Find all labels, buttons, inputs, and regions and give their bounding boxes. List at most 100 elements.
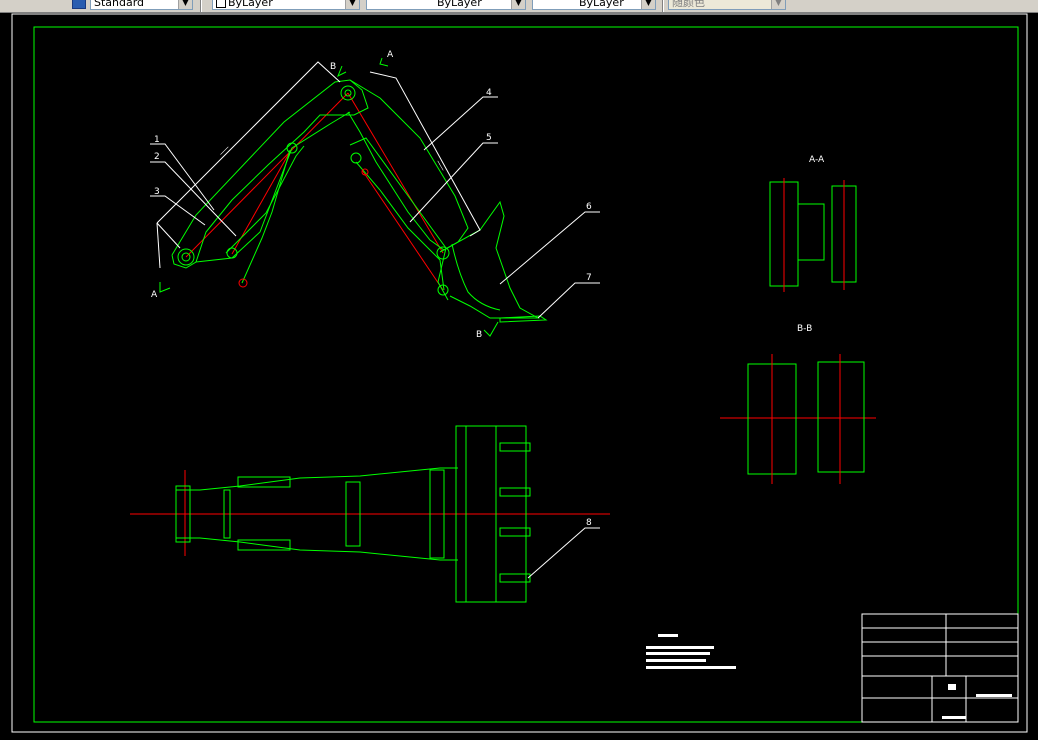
- plot-style-value: 随颜色: [672, 0, 705, 9]
- sheet-outer-border: [11, 13, 1028, 733]
- arm-outline: [347, 79, 469, 251]
- boom-centerline: [185, 92, 349, 258]
- plan-joint-block: [345, 481, 361, 547]
- chevron-down-icon[interactable]: ▼: [178, 0, 192, 9]
- plan-arm-joint: [429, 469, 445, 559]
- part-label-1: 1: [154, 135, 160, 145]
- technical-notes: [646, 634, 736, 669]
- boom-foot-pin-inner: [181, 252, 191, 262]
- boom-plan-view: [130, 425, 610, 603]
- plan-rib: [223, 489, 231, 539]
- toolbar-separator: [200, 0, 202, 12]
- arm-centerline: [347, 92, 444, 254]
- arm-cylinder-centerline: [361, 169, 444, 291]
- bucket-tooth-plan-4: [499, 573, 531, 583]
- notes-title: [658, 634, 678, 637]
- bucket-curve: [451, 243, 501, 311]
- part-label-8: 8: [586, 518, 592, 528]
- part-label-7: 7: [586, 273, 592, 283]
- section-arrow-b-bottom: [483, 321, 499, 337]
- color-value: ByLayer: [228, 0, 273, 9]
- part-label-6: 6: [586, 202, 592, 212]
- cylinder-top-pin: [286, 142, 298, 154]
- boom-outline: [171, 79, 369, 269]
- command-line-stub: [0, 733, 30, 740]
- lineweight-value: ByLayer: [579, 0, 624, 9]
- leader-4: [423, 96, 498, 151]
- section-title-bb: B-B: [797, 324, 812, 334]
- chevron-down-icon[interactable]: ▼: [641, 0, 655, 9]
- notes-line-1: [646, 646, 714, 649]
- dimension-ext-1: [156, 222, 181, 249]
- section-line-a: [156, 222, 161, 269]
- section-bb-view: [720, 354, 876, 484]
- section-title-aa: A-A: [809, 155, 825, 165]
- leader-2: [150, 161, 237, 237]
- arm-inner-edge: [349, 137, 449, 301]
- dimension-text-boom: ───: [218, 145, 232, 159]
- lift-link: [241, 149, 291, 284]
- dimension-line-boom: [156, 61, 341, 224]
- title-block-name: [976, 694, 1012, 697]
- section-arrow-a-top: [379, 57, 389, 67]
- notes-line-4: [646, 666, 736, 669]
- notes-line-2: [646, 652, 710, 655]
- part-label-3: 3: [154, 187, 160, 197]
- toolbar-separator: [662, 0, 664, 12]
- part-label-2: 2: [154, 152, 160, 162]
- section-bb-part-right: [817, 361, 865, 473]
- section-arrow-b-top: [337, 65, 347, 78]
- bucket-pin: [436, 246, 450, 260]
- leader-3: [150, 195, 206, 226]
- part-label-4: 4: [486, 88, 492, 98]
- boom-arm-pin: [340, 85, 356, 101]
- drawing-canvas[interactable]: ─── ───: [0, 12, 1038, 734]
- chevron-down-icon[interactable]: ▼: [771, 0, 785, 9]
- section-arrow-a-bottom: [159, 282, 171, 293]
- bucket-outline: [439, 200, 540, 319]
- plan-cylinder-lower: [237, 539, 291, 551]
- leader-1: [150, 143, 215, 211]
- bucket-plan-outline: [455, 425, 527, 603]
- color-select[interactable]: ByLayer ▼: [212, 0, 360, 10]
- linetype-select[interactable]: ByLayer ▼: [366, 0, 526, 10]
- part-label-5: 5: [486, 133, 492, 143]
- section-mark-b-bottom: B: [476, 330, 482, 340]
- arm-cylinder-pin: [350, 152, 362, 164]
- text-style-icon[interactable]: [72, 0, 86, 9]
- text-style-select[interactable]: Standard ▼: [90, 0, 193, 10]
- plan-lower-edge: [176, 537, 458, 561]
- text-style-value: Standard: [94, 0, 145, 9]
- boom-arm-pin-inner: [344, 89, 352, 97]
- leader-5: [409, 142, 498, 223]
- title-block: [861, 613, 1019, 723]
- leader-8: [527, 527, 600, 579]
- dimension-text-arm: ───: [434, 159, 446, 173]
- lineweight-select[interactable]: ByLayer ▼: [532, 0, 656, 10]
- plan-cylinder-upper: [237, 476, 291, 488]
- leader-6: [499, 211, 600, 285]
- arm-cylinder: [355, 161, 445, 291]
- linetype-value: ByLayer: [437, 0, 482, 9]
- plot-style-select[interactable]: 随颜色 ▼: [668, 0, 786, 10]
- notes-line-3: [646, 659, 706, 662]
- bucket-tooth-plan-3: [499, 527, 531, 537]
- plan-foot-block: [175, 485, 191, 543]
- cylinder-base-pin: [226, 247, 238, 259]
- bucket-tooth-plan-2: [499, 487, 531, 497]
- chevron-down-icon[interactable]: ▼: [345, 0, 359, 9]
- link-pin: [238, 278, 248, 288]
- leader-7: [537, 282, 600, 319]
- section-mark-b-top: B: [330, 62, 336, 72]
- boom-foot-pin: [177, 248, 195, 266]
- chevron-down-icon[interactable]: ▼: [511, 0, 525, 9]
- title-block-frame: [861, 613, 1019, 723]
- arm-pin-small: [361, 168, 369, 176]
- sheet-inner-frame: [33, 26, 1019, 723]
- title-block-mark: [948, 684, 956, 690]
- section-mark-a-bottom: A: [151, 290, 158, 300]
- boom-lower-edge: [195, 111, 351, 263]
- boom-elevation-view: ─── ───: [150, 57, 600, 337]
- plan-upper-edge: [176, 467, 458, 491]
- boom-cylinder: [225, 145, 305, 254]
